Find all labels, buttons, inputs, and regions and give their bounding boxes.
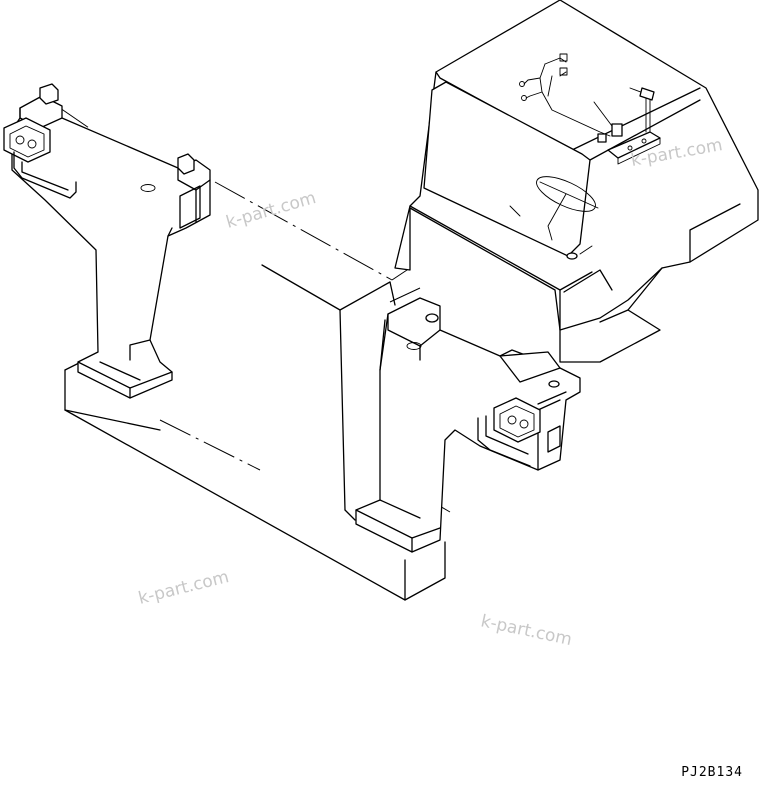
bolt: [629, 87, 655, 133]
cab-outline: [394, 0, 759, 363]
steering-wheel: [536, 176, 596, 212]
bracket: [607, 131, 661, 165]
watermark-text: k-part.com: [479, 611, 574, 650]
left-fender-lamp: [3, 83, 211, 399]
body-block: [64, 264, 446, 601]
right-fender-lamp: [355, 297, 581, 553]
wiring-harness: [519, 53, 623, 143]
drawing-code: PJ2B134: [681, 765, 743, 780]
watermark-text: k-part.com: [136, 567, 231, 609]
